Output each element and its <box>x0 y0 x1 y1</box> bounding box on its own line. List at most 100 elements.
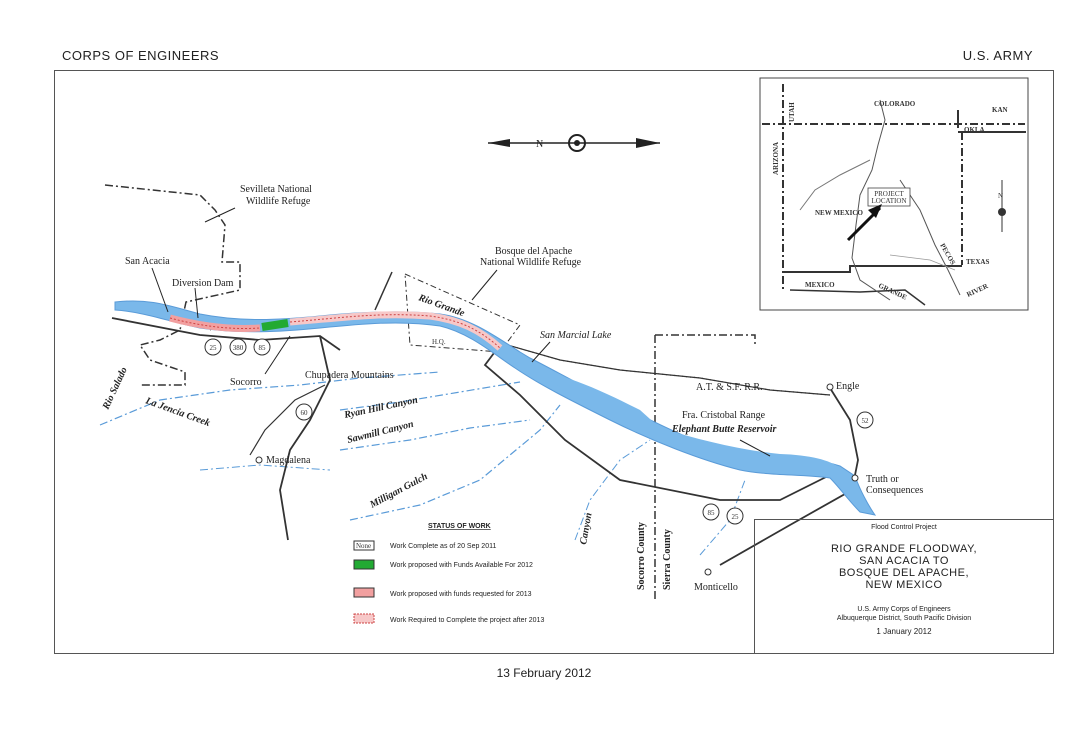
label-san-acacia: San Acacia <box>125 256 170 267</box>
inset-label-okla: OKLA <box>964 126 985 134</box>
inset-label-kan: KAN <box>992 106 1008 114</box>
label-milligan: Milligan Gulch <box>367 471 430 511</box>
pointer-arrow <box>531 341 551 363</box>
label-socorro-county: Socorro County <box>636 522 647 590</box>
inset-location-label-2: LOCATION <box>872 197 907 205</box>
legend-swatch-requested <box>353 587 375 598</box>
legend-label-funded: Work proposed with Funds Available For 2… <box>390 562 533 569</box>
inset-river <box>899 179 961 296</box>
inset-arrowhead <box>868 204 882 218</box>
label-socorro: Socorro <box>230 377 262 388</box>
label-la-jencia: La Jencia Creek <box>143 395 211 429</box>
title-block-org: U.S. Army Corps of Engineers Albuquerque… <box>755 605 1053 623</box>
title-line: NEW MEXICO <box>865 579 943 591</box>
atsf-railroad <box>489 339 831 396</box>
town-marker-monticello <box>704 568 712 576</box>
label-sawmill: Sawmill Canyon <box>346 419 415 446</box>
pointer-arrow <box>739 439 771 457</box>
north-arrow-tail <box>636 138 660 148</box>
pointer-arrow <box>471 269 498 301</box>
highway-60 <box>279 335 331 541</box>
town-marker-magdalena <box>255 456 263 464</box>
org-line: Albuquerque District, South Pacific Divi… <box>836 615 972 622</box>
inset-river <box>889 254 956 271</box>
title-line: BOSQUE DEL APACHE, <box>838 567 970 579</box>
segment-required-hatch <box>289 314 501 349</box>
legend-label-complete: Work Complete as of 20 Sep 2011 <box>390 543 496 550</box>
legend-swatch-complete <box>353 540 375 551</box>
rio-grande-river <box>114 300 877 516</box>
inset-river <box>799 159 871 211</box>
highway-shield-label: 85 <box>259 344 267 352</box>
label-diversion-dam: Diversion Dam <box>172 278 234 289</box>
inset-label-utah: UTAH <box>788 102 796 122</box>
title-line: SAN ACACIA TO <box>859 555 949 567</box>
elephant-butte-reservoir <box>540 370 840 475</box>
label-monticello: Monticello <box>694 582 738 593</box>
label-truth-2: Consequences <box>866 485 923 496</box>
inset-label-arizona: ARIZONA <box>772 142 780 175</box>
highway-shield-label: 60 <box>301 409 309 417</box>
inset-river <box>851 99 891 301</box>
la-jencia-creek <box>99 371 441 426</box>
title-line: RIO GRANDE FLOODWAY, <box>830 543 978 555</box>
label-sierra-county: Sierra County <box>662 529 673 590</box>
header-agency: CORPS OF ENGINEERS <box>62 48 220 63</box>
county-line <box>655 334 756 345</box>
title-block-date: 1 January 2012 <box>876 627 932 636</box>
highway-shield-label: 85 <box>708 509 716 517</box>
highway-shield <box>204 338 222 356</box>
label-san-marcial-lake: San Marcial Lake <box>540 330 612 341</box>
label-bosque-2: National Wildlife Refuge <box>480 257 582 268</box>
highway-shield-label: 25 <box>210 344 218 352</box>
label-fra-cristobal: Fra. Cristobal Range <box>682 410 766 421</box>
inset-location-box <box>867 187 911 207</box>
inset-state-line <box>783 265 962 273</box>
highway-shield-label: 52 <box>862 417 870 425</box>
highway-shield <box>295 403 313 421</box>
segment-required-hatch <box>169 317 261 329</box>
label-engle: Engle <box>836 381 860 392</box>
inset-label-colorado: COLORADO <box>874 100 916 108</box>
legend-label-requested: Work proposed with funds requested for 2… <box>390 591 532 598</box>
highway-25-south <box>483 344 841 501</box>
inset-border-line <box>789 289 926 306</box>
highway-shield <box>229 338 247 356</box>
inset-label-texas: TEXAS <box>966 258 989 266</box>
inset-label-new-mexico: NEW MEXICO <box>815 209 863 217</box>
label-sevilleta-1: Sevilleta National <box>240 184 312 195</box>
legend-label-required: Work Required to Complete the project af… <box>390 617 544 624</box>
pointer-arrow <box>204 207 236 223</box>
header-army: U.S. ARMY <box>962 48 1033 63</box>
label-bosque-1: Bosque del Apache <box>495 246 573 257</box>
north-arrow-head <box>488 139 510 147</box>
label-ryan-hill: Ryan Hill Canyon <box>342 395 419 422</box>
inset-location-label-1: PROJECT <box>874 190 904 198</box>
inset-north-arrow-knob <box>998 208 1006 216</box>
map-frame <box>54 70 1054 654</box>
highway-shield-label: 25 <box>732 513 740 521</box>
title-block: Flood Control Project RIO GRANDE FLOODWA… <box>754 519 1053 653</box>
sevilleta-boundary <box>104 184 241 386</box>
label-hq: H.Q. <box>432 338 446 346</box>
title-block-type: Flood Control Project <box>871 524 937 531</box>
north-arrow-compass <box>568 134 586 152</box>
ryan-hill-canyon <box>339 381 521 411</box>
town-marker-engle <box>826 383 834 391</box>
highway-shield <box>726 507 744 525</box>
label-magdalena: Magdalena <box>266 455 311 466</box>
label-canyon: Canyon <box>578 511 595 545</box>
local-road <box>249 384 326 456</box>
north-arrow-label: N <box>536 139 543 150</box>
legend-swatch-funded <box>353 559 375 570</box>
legend-none-badge: None <box>356 542 371 550</box>
highway-shield <box>856 411 874 429</box>
pointer-arrow <box>264 335 291 375</box>
local-road <box>374 271 393 311</box>
segment-funded-2012 <box>261 319 289 331</box>
label-atsf: A.T. & S.F. R.R. <box>696 382 763 393</box>
label-rio-salado: Rio Salado <box>100 366 130 413</box>
legend-title: STATUS OF WORK <box>428 523 491 530</box>
town-marker-truth <box>851 474 859 482</box>
label-sevilleta-2: Wildlife Refuge <box>246 196 311 207</box>
